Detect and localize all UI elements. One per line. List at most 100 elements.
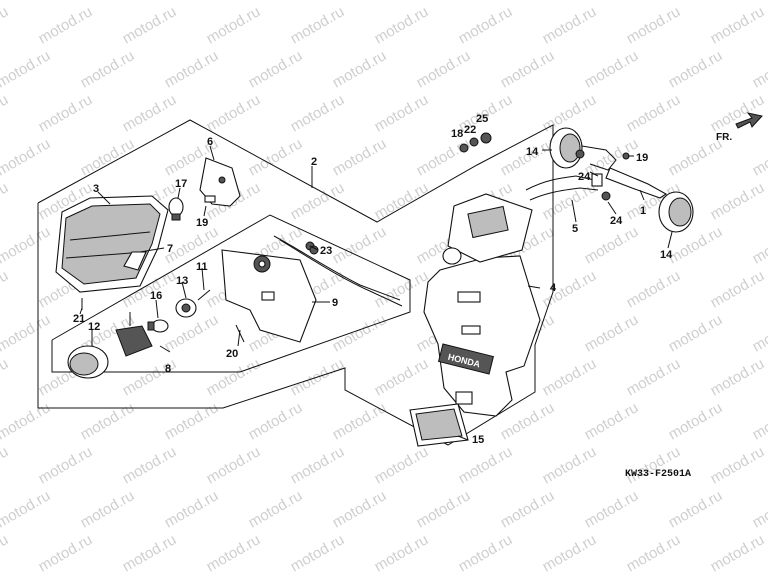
- callout-label: 23: [320, 245, 332, 257]
- watermark-text: motod.ru: [162, 399, 222, 443]
- callout-label: 20: [226, 348, 238, 360]
- watermark-text: motod.ru: [78, 399, 138, 443]
- callout-label: 1: [640, 205, 646, 217]
- watermark-text: motod.ru: [162, 487, 222, 531]
- callout-label: 11: [196, 261, 208, 273]
- watermark-text: motod.ru: [0, 311, 53, 355]
- nut-icon: [575, 149, 585, 159]
- watermark-text: motod.ru: [162, 47, 222, 91]
- watermark-text: motod.ru: [0, 135, 53, 179]
- callout-label: 5: [572, 223, 578, 235]
- spring-icon: [197, 289, 211, 301]
- nut-icon: [601, 191, 611, 201]
- callout-label: 6: [207, 136, 213, 148]
- watermark-text: motod.ru: [582, 487, 642, 531]
- watermark-text: motod.ru: [0, 91, 11, 135]
- callout-label: 18: [451, 128, 463, 140]
- watermark-text: motod.ru: [750, 223, 768, 267]
- watermark-text: motod.ru: [120, 531, 180, 575]
- watermark-text: motod.ru: [372, 91, 432, 135]
- watermark-text: motod.ru: [708, 355, 768, 399]
- front-label: FR.: [716, 132, 732, 143]
- callout-label: 16: [150, 290, 162, 302]
- callout-label: 12: [88, 321, 100, 333]
- watermark-text: motod.ru: [750, 135, 768, 179]
- watermark-text: motod.ru: [120, 3, 180, 47]
- callout-label: 24: [578, 171, 591, 183]
- watermark-text: motod.ru: [372, 531, 432, 575]
- watermark-text: motod.ru: [498, 487, 558, 531]
- watermark-text: motod.ru: [0, 267, 11, 311]
- watermark-text: motod.ru: [162, 311, 222, 355]
- callout-label: 9: [332, 297, 338, 309]
- watermark-text: motod.ru: [120, 91, 180, 135]
- watermark-text: motod.ru: [0, 223, 53, 267]
- nut-icon: [459, 143, 469, 153]
- watermark-text: motod.ru: [246, 47, 306, 91]
- watermark-text: motod.ru: [750, 0, 768, 3]
- signal-bracket: [605, 167, 668, 199]
- watermark-text: motod.ru: [78, 135, 138, 179]
- license-light-housing: [115, 325, 153, 357]
- reflector: [409, 403, 469, 447]
- nut-icon: [480, 132, 492, 144]
- arrow-right-icon: [735, 112, 763, 129]
- watermark-text: motod.ru: [204, 91, 264, 135]
- watermark-text: motod.ru: [624, 91, 684, 135]
- callout-label: 4: [550, 282, 557, 294]
- watermark-text: motod.ru: [498, 47, 558, 91]
- watermark-text: motod.ru: [372, 355, 432, 399]
- watermark-text: motod.ru: [708, 179, 768, 223]
- bulb-icon: [168, 197, 184, 221]
- watermark-text: motod.ru: [540, 179, 600, 223]
- lamp-bracket: [123, 251, 147, 271]
- callout-label: 14: [526, 146, 539, 158]
- watermark-text: motod.ru: [456, 3, 516, 47]
- watermark-text: motod.ru: [36, 91, 96, 135]
- mount-plate-hole: [218, 176, 226, 184]
- watermark-text: motod.ru: [246, 135, 306, 179]
- callout-label: 19: [196, 217, 208, 229]
- watermark-text: motod.ru: [36, 531, 96, 575]
- callout-label: 8: [165, 363, 171, 375]
- screw-icon: [204, 195, 216, 203]
- watermark-text: motod.ru: [624, 443, 684, 487]
- callout-label: 2: [311, 156, 317, 168]
- watermark-text: motod.ru: [414, 135, 474, 179]
- inner-assembly-outline: [51, 214, 411, 373]
- diagram-code: KW33-F2501A: [625, 469, 691, 480]
- leader-lines: [79, 145, 673, 441]
- watermark-text: motod.ru: [540, 3, 600, 47]
- watermark-text: motod.ru: [456, 443, 516, 487]
- callout-label: 13: [176, 275, 188, 287]
- callout-labels: 1 2 3 4 5 6 7 8 9 11 12 13 14 14 15 16 1…: [73, 113, 673, 446]
- watermark-text: motod.ru: [330, 47, 390, 91]
- watermark-text: motod.ru: [750, 311, 768, 355]
- watermark-text: motod.ru: [666, 47, 726, 91]
- watermark-text: motod.ru: [246, 399, 306, 443]
- watermark-text: motod.ru: [540, 443, 600, 487]
- tail-lamp-base: [442, 193, 533, 265]
- rear-fender: HONDA: [423, 255, 541, 417]
- watermark-text: motod.ru: [582, 47, 642, 91]
- turn-signal-stalk-left: [581, 145, 617, 171]
- watermark-text: motod.ru: [708, 267, 768, 311]
- watermark-text: motod.ru: [372, 179, 432, 223]
- watermark-text: motod.ru: [750, 487, 768, 531]
- watermark-text: motod.ru: [372, 267, 432, 311]
- outer-assembly-outline: [37, 119, 554, 446]
- watermark-text: motod.ru: [750, 399, 768, 443]
- watermark-text: motod.ru: [372, 443, 432, 487]
- watermark-text: motod.ru: [288, 443, 348, 487]
- callout-label: 25: [476, 113, 488, 125]
- watermark-text: motod.ru: [750, 47, 768, 91]
- wire-harness: [525, 175, 595, 191]
- connector-icon: [591, 173, 603, 187]
- watermark-text: motod.ru: [372, 3, 432, 47]
- callout-label: 19: [636, 152, 648, 164]
- watermark-text: motod.ru: [330, 311, 390, 355]
- watermark-text: motod.ru: [624, 531, 684, 575]
- watermark-text: motod.ru: [0, 443, 11, 487]
- callout-label: 15: [472, 434, 484, 446]
